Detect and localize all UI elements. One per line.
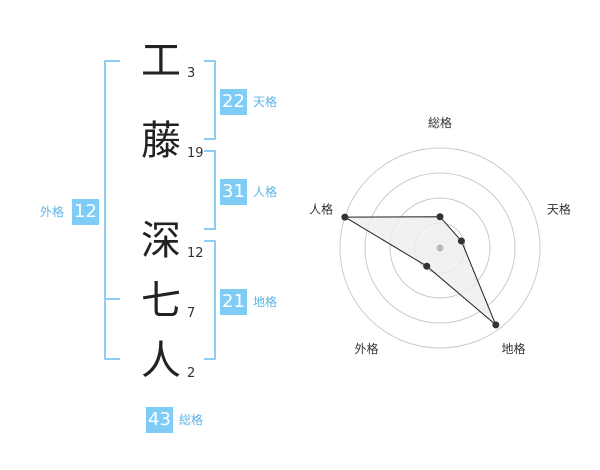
gaikaku-badge: 12: [72, 199, 99, 225]
jinkaku-bracket: [204, 150, 216, 230]
tenkaku-badge: 22: [220, 89, 247, 115]
stroke-count-5: 2: [187, 366, 196, 381]
radar-center-dot: [436, 244, 444, 252]
radar-axis-label-5: 人格: [309, 201, 333, 216]
radar-ring-4: [339, 147, 541, 349]
soukaku-badge: 43: [146, 407, 173, 433]
radar-axis-label-3: 地格: [501, 341, 525, 356]
gaikaku-label: 外格: [40, 205, 65, 219]
name-char-1: 工: [141, 38, 181, 84]
radar-point-2: [457, 237, 465, 245]
radar-point-4: [423, 262, 431, 270]
jinkaku-badge: 31: [220, 179, 247, 205]
stroke-count-3: 12: [187, 246, 204, 261]
radar-ring-2: [389, 197, 491, 299]
name-char-5: 人: [141, 338, 181, 384]
stroke-count-1: 3: [187, 66, 196, 81]
gaikaku-bracket-tick: [106, 298, 120, 300]
chikaku-badge: 21: [220, 289, 247, 315]
radar-axis-label-1: 総格: [428, 115, 452, 130]
name-char-3: 深: [141, 218, 181, 264]
stroke-count-4: 7: [187, 306, 196, 321]
radar-point-5: [341, 213, 349, 221]
radar-axis-label-2: 天格: [547, 201, 571, 216]
jinkaku-label: 人格: [253, 185, 278, 199]
chikaku-bracket: [204, 240, 216, 360]
tenkaku-bracket: [204, 60, 216, 140]
radar-data-area: [343, 216, 497, 326]
chikaku-label: 地格: [253, 295, 278, 309]
radar-point-1: [436, 213, 444, 221]
soukaku-label: 総格: [179, 413, 204, 427]
gaikaku-bracket: [104, 60, 120, 360]
radar-axis-label-4: 外格: [354, 341, 378, 356]
radar-ring-3: [364, 172, 516, 324]
stroke-count-2: 19: [187, 146, 204, 161]
radar-point-3: [492, 321, 500, 329]
radar-data-points: [341, 213, 500, 329]
name-char-4: 七: [141, 278, 181, 324]
tenkaku-label: 天格: [253, 95, 278, 109]
name-char-2: 藤: [141, 118, 181, 164]
